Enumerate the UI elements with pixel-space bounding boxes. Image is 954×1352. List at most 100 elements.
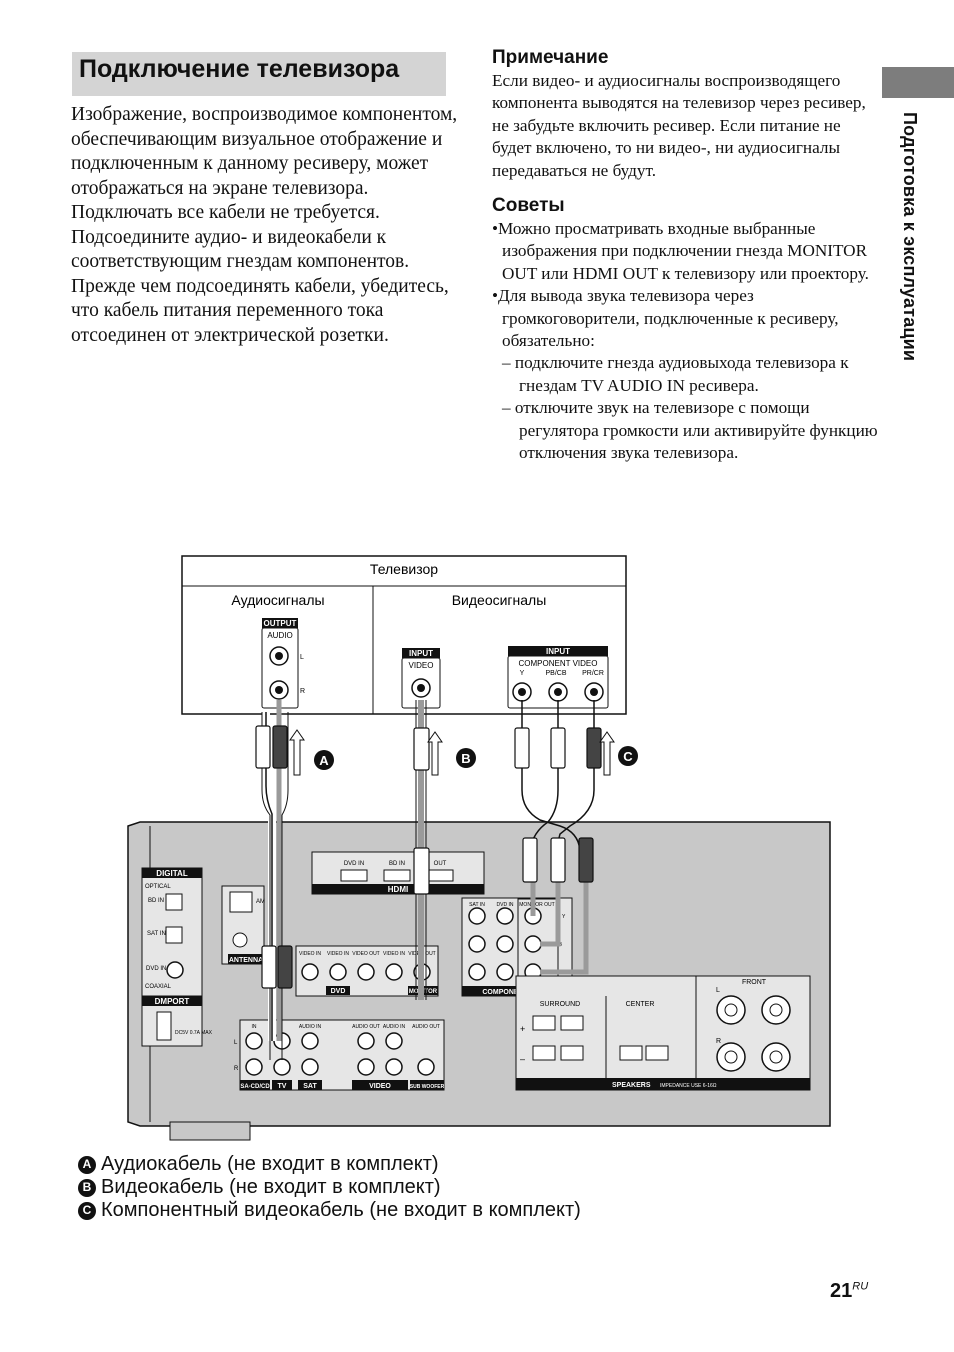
tv-video-text: VIDEO (409, 661, 434, 670)
terminal-ring (769, 1003, 783, 1017)
hdmi-tag (312, 884, 484, 894)
speaker-terminal (560, 1015, 584, 1031)
rca-jack (468, 963, 486, 981)
hdmi-bd-label: BD IN (389, 861, 405, 867)
hdmi-dvd-port (340, 869, 368, 882)
cable-c-plug (550, 837, 566, 883)
note-heading: Примечание (492, 47, 609, 68)
cable-a-plug (255, 725, 271, 769)
front-label: FRONT (742, 979, 767, 986)
cable-a-outline (261, 712, 271, 1060)
speaker-terminal (645, 1045, 669, 1061)
tip-bullet: •Можно просматривать входные выбранные и… (492, 219, 869, 283)
rca-jack (329, 963, 347, 981)
terminal-ring (724, 1050, 738, 1064)
speaker-terminal (532, 1015, 556, 1031)
terminal-ring (724, 1003, 738, 1017)
tv-label: Телевизор (370, 561, 438, 577)
dvd-tag (326, 986, 350, 995)
speaker-terminal (532, 1045, 556, 1061)
rca-jack (468, 935, 486, 953)
rx-r-label: R (234, 1066, 239, 1072)
center-label: CENTER (626, 1001, 655, 1008)
marker-c-text: C (623, 749, 633, 764)
intro-paragraph: Подключать все кабели не требуется. Подс… (71, 202, 410, 272)
tv-l-label: L (300, 654, 304, 661)
tv-audio-text: AUDIO (267, 631, 292, 640)
video-label: VIDEO (369, 1083, 391, 1090)
audio-out-label: AUDIO OUT (412, 1024, 440, 1030)
rca-jack (385, 963, 403, 981)
marker-a-icon: A (78, 1155, 96, 1174)
speakers-label: SPEAKERS (612, 1082, 651, 1089)
tv-jack-label: TV (278, 1083, 287, 1090)
subwoofer-tag (410, 1080, 444, 1090)
intro-paragraph: Изображение, воспроизводимое компонентом… (71, 104, 458, 199)
subwoofer-jack (417, 1058, 435, 1076)
fm-jack (232, 932, 248, 948)
dmport-label: DMPORT (155, 997, 190, 1006)
hdmi-label: HDMI (388, 885, 408, 894)
tv-pr-label: PR/CR (582, 670, 604, 677)
section-tab-label: Подготовка к эксплуатации (900, 112, 920, 362)
rca-jack (357, 1058, 375, 1076)
coaxial-label: COAXIAL (145, 984, 172, 990)
comp-sat-label: SAT IN (469, 902, 485, 908)
rca-jack (357, 963, 375, 981)
surround-label: SURROUND (540, 1001, 580, 1008)
marker-a-icon (314, 750, 334, 770)
rca-jack (245, 1058, 263, 1076)
arrow-up-icon (289, 729, 305, 776)
rca-jack (245, 1032, 263, 1050)
page-number-value: 21 (830, 1280, 853, 1302)
sacd-tag (240, 1080, 270, 1090)
legend-text: Видеокабель (не входит в комплект) (101, 1176, 441, 1198)
intro-text: Изображение, воспроизводимое компонентом… (71, 103, 471, 348)
dvd-label: DVD (331, 988, 346, 995)
comp-y-label: Y (562, 914, 566, 920)
rca-jack (357, 1032, 375, 1050)
dmport-tag (142, 996, 202, 1006)
section-tab-bar (882, 67, 954, 98)
sacd-label: SA-CD/CD (240, 1084, 270, 1090)
tv-component-tag (508, 646, 608, 656)
front-l-terminal (716, 995, 746, 1025)
cable-c-plug (522, 837, 538, 883)
subwoofer-label: SUB WOOFER (410, 1084, 445, 1090)
sat-label: SAT (303, 1083, 317, 1090)
marker-c-icon: C (78, 1201, 96, 1220)
audio-out-label: AUDIO OUT (352, 1024, 380, 1030)
video-in-label: VIDEO IN (327, 951, 349, 957)
rca-jack (468, 907, 486, 925)
marker-c-icon (618, 746, 638, 766)
bd-in-label: BD IN (148, 898, 164, 904)
front-r-terminal (761, 1042, 791, 1072)
jack-pin (275, 686, 283, 694)
page-title: Подключение телевизора (79, 55, 400, 83)
cable-a-plug (272, 725, 288, 769)
tv-audio-in-r-jack (273, 1058, 291, 1076)
dmport-spec: DC5V 0.7A MAX (175, 1030, 213, 1036)
sat-tag (298, 1080, 322, 1090)
in-label: IN (252, 1024, 257, 1030)
cable-c-gray-wire (540, 880, 589, 975)
audio-in-label: AUDIO IN (383, 1024, 406, 1030)
cable-a-outline (281, 712, 289, 1060)
digital-tag (142, 868, 202, 878)
rca-jack (496, 907, 514, 925)
jack-pin (275, 652, 283, 660)
coaxial-jack (166, 961, 184, 979)
jack-pin (518, 688, 526, 696)
am-terminal (229, 891, 253, 913)
cable-a-left-wire (265, 712, 273, 1041)
audio-in-label: AUDIO IN (299, 1024, 322, 1030)
cable-c-plug (578, 837, 594, 883)
tv-y-label: Y (520, 670, 525, 677)
tv-output-text: OUTPUT (264, 619, 297, 628)
marker-a-text: A (319, 753, 329, 768)
optical-label: OPTICAL (145, 884, 171, 890)
speakers-panel (515, 975, 811, 1091)
